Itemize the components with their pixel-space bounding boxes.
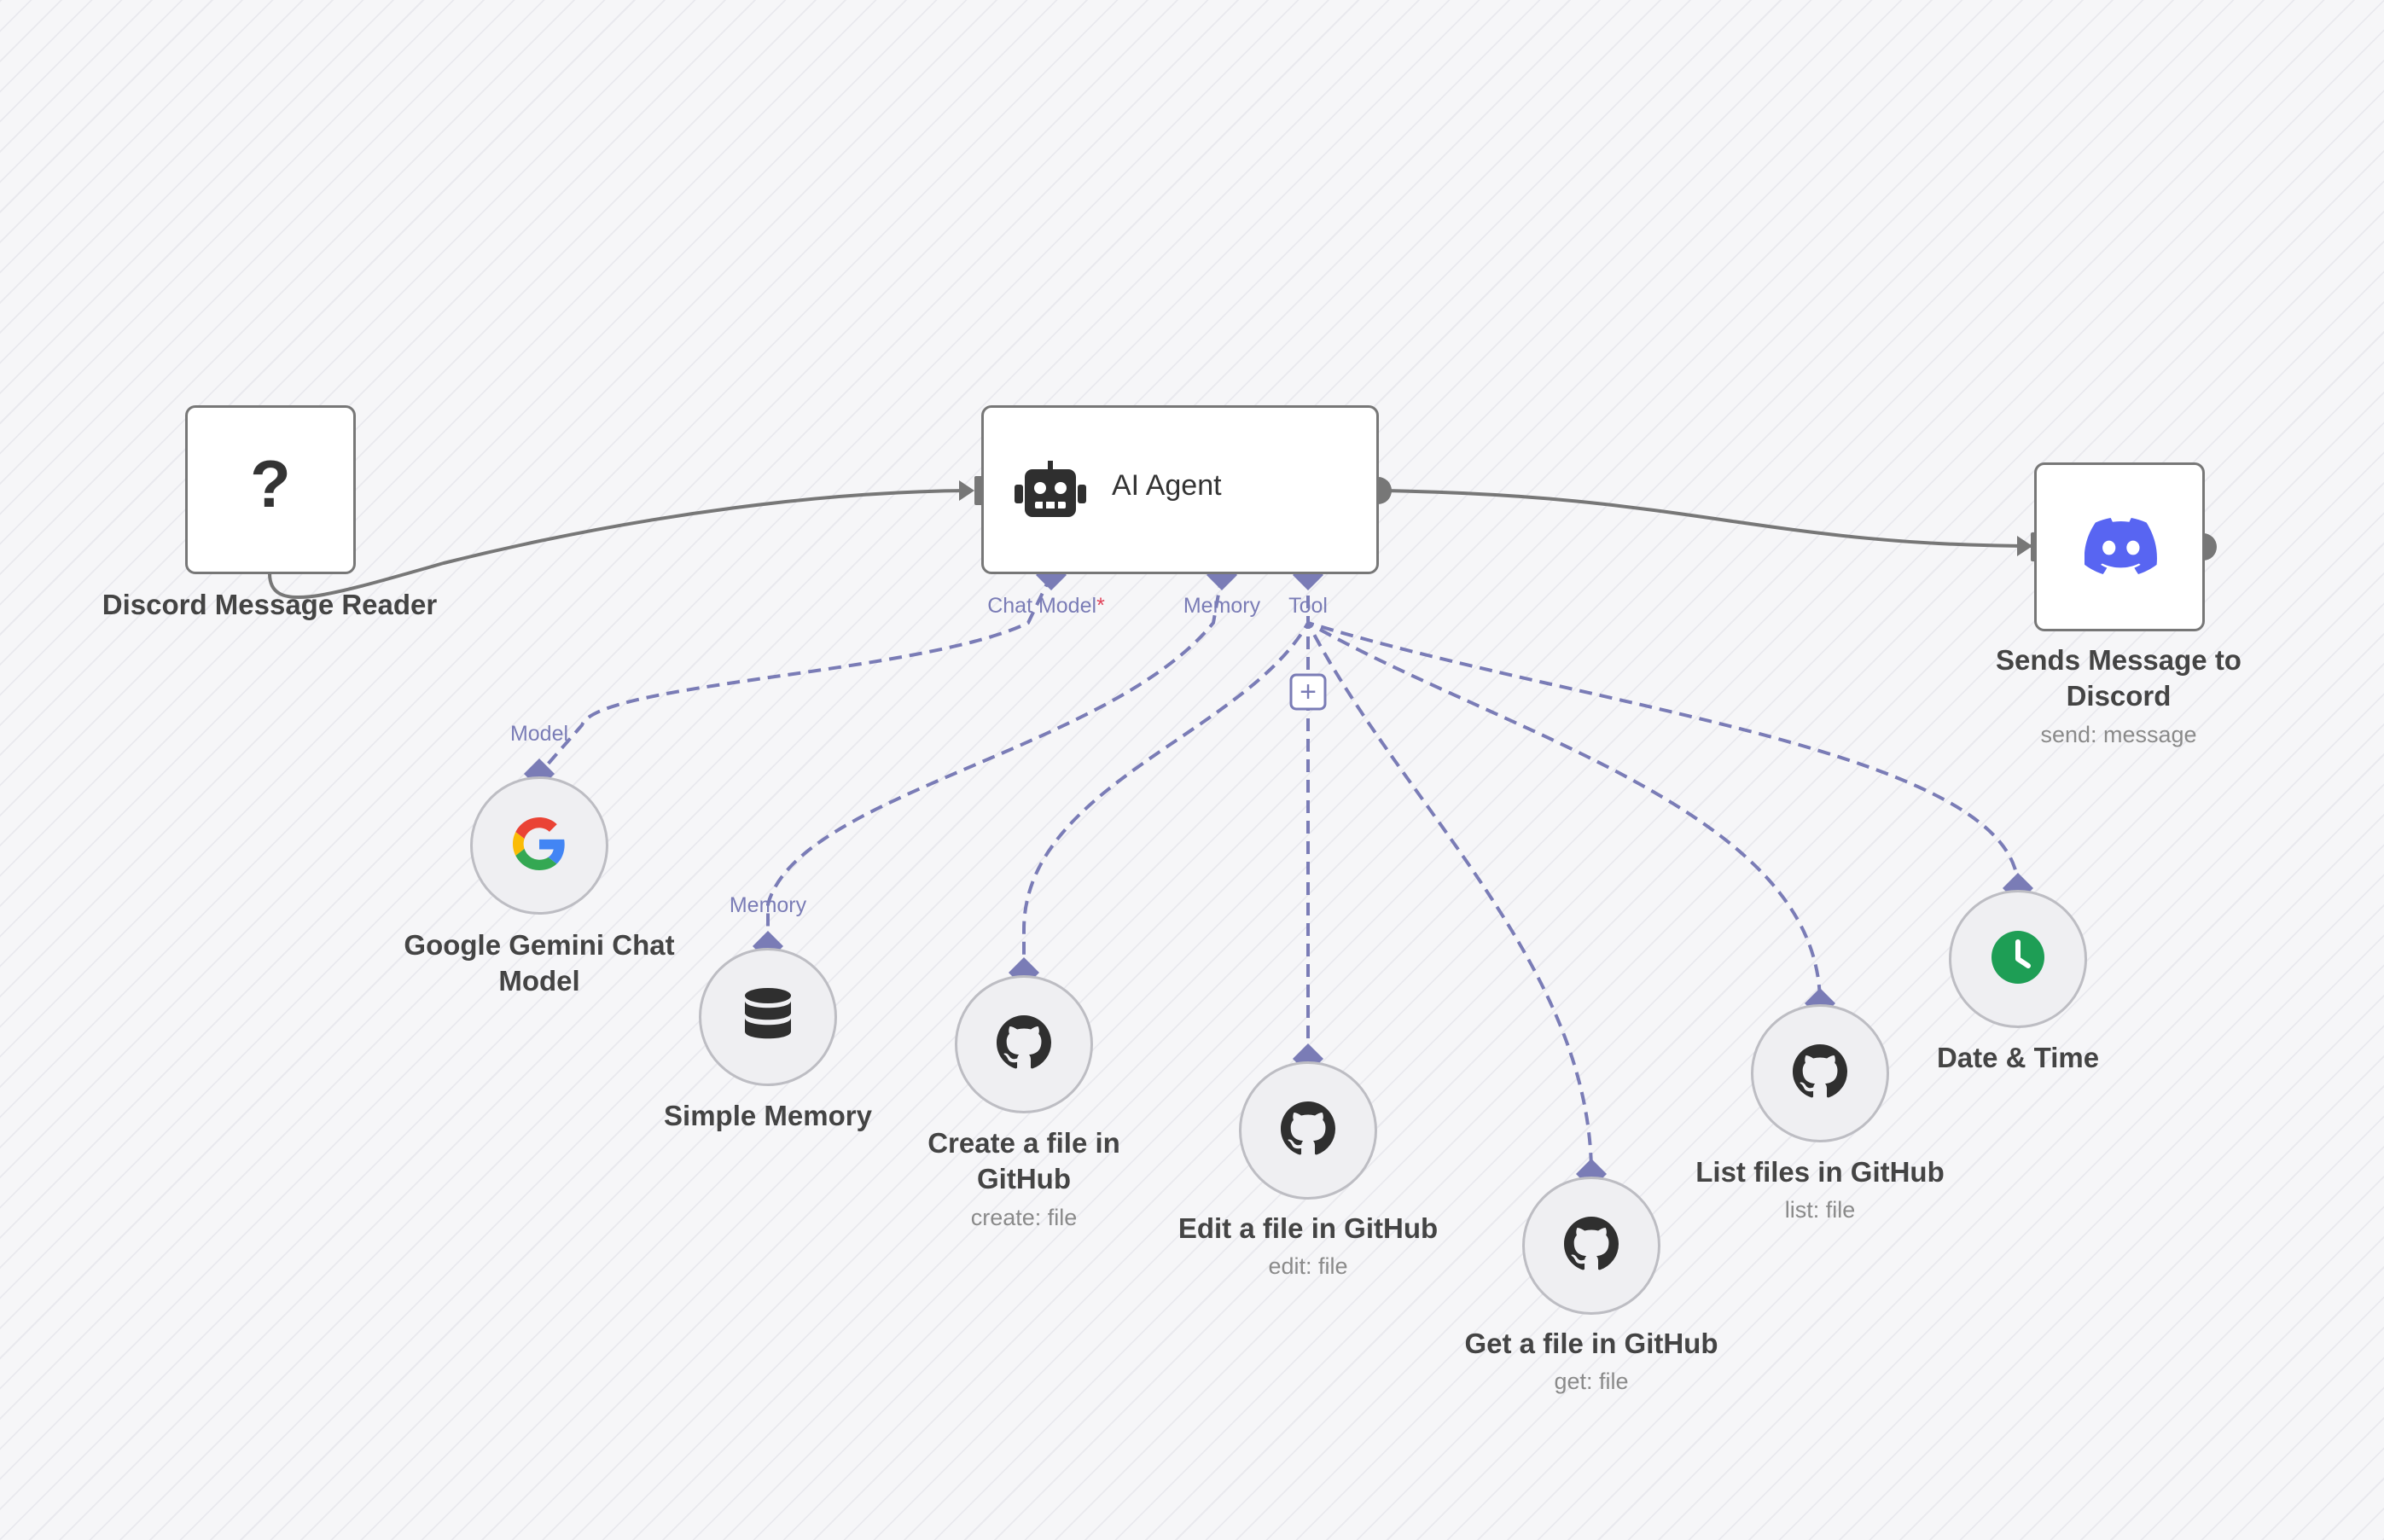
- discord-message-reader-label: Discord Message Reader: [102, 589, 438, 620]
- list-files-subtitle: list: file: [1784, 1197, 1856, 1223]
- simple-memory-node[interactable]: [699, 948, 837, 1086]
- robot-icon: [1015, 461, 1086, 526]
- send-discord-subtitle: send: message: [2040, 722, 2197, 747]
- github-icon: [1564, 1216, 1619, 1276]
- list-files-github-node[interactable]: [1751, 1004, 1889, 1142]
- input-arrow: [2017, 536, 2032, 556]
- datetime-label: Date & Time: [1936, 1042, 2100, 1073]
- get-file-subtitle: get: file: [1554, 1369, 1629, 1394]
- datetime-node[interactable]: [1949, 890, 2087, 1028]
- gemini-port-label: Model: [509, 722, 569, 746]
- get-file-github-label: Get a file in GitHub: [1464, 1328, 1718, 1359]
- edge-tool-list: [1306, 575, 1822, 1004]
- add-tool-button[interactable]: +: [1289, 673, 1327, 711]
- port-label-chat-model: Chat Model*: [987, 594, 1105, 618]
- edit-file-subtitle: edit: file: [1268, 1253, 1348, 1279]
- add-tool-glyph: +: [1300, 676, 1317, 708]
- ai-agent-title: AI Agent: [1112, 469, 1222, 502]
- github-icon: [1281, 1101, 1335, 1160]
- google-icon: [513, 816, 566, 875]
- simple-memory-label: Simple Memory: [664, 1100, 872, 1131]
- create-file-github-node[interactable]: [955, 975, 1093, 1113]
- edge-tool-create: [1022, 575, 1310, 973]
- create-file-github-label: Create a file in GitHub: [927, 1127, 1120, 1194]
- list-files-github-label: List files in GitHub: [1695, 1156, 1945, 1188]
- clock-icon: [1991, 930, 2045, 989]
- port-label-memory: Memory: [1183, 594, 1261, 618]
- send-discord-label: Sends Message to Discord: [1996, 644, 2242, 712]
- edge-memory: [766, 574, 1224, 946]
- github-icon: [1793, 1043, 1847, 1103]
- question-mark-icon: ?: [250, 446, 291, 521]
- edit-file-github-label: Edit a file in GitHub: [1177, 1212, 1439, 1244]
- github-icon: [997, 1014, 1051, 1074]
- edge-chat-model: [538, 574, 1053, 776]
- edge-tool-get: [1306, 575, 1593, 1175]
- edge-reader-to-agent[interactable]: [268, 489, 970, 600]
- gemini-node[interactable]: [470, 776, 608, 915]
- create-file-subtitle: create: file: [970, 1205, 1078, 1230]
- send-discord-node[interactable]: [2034, 462, 2205, 631]
- discord-icon: [2084, 518, 2158, 578]
- port-label-tool: Tool: [1288, 594, 1328, 618]
- ai-agent-node[interactable]: AI Agent: [981, 405, 1379, 574]
- get-file-github-node[interactable]: [1522, 1177, 1660, 1315]
- memory-port-label: Memory: [729, 893, 807, 917]
- edge-agent-to-discord[interactable]: [1377, 489, 2040, 548]
- discord-message-reader-node[interactable]: ?: [185, 405, 356, 574]
- input-arrow: [959, 480, 974, 501]
- edit-file-github-node[interactable]: [1239, 1061, 1377, 1200]
- gemini-label: Google Gemini Chat Model: [404, 929, 675, 997]
- edge-tool-datetime: [1306, 575, 2020, 889]
- database-icon: [743, 987, 793, 1048]
